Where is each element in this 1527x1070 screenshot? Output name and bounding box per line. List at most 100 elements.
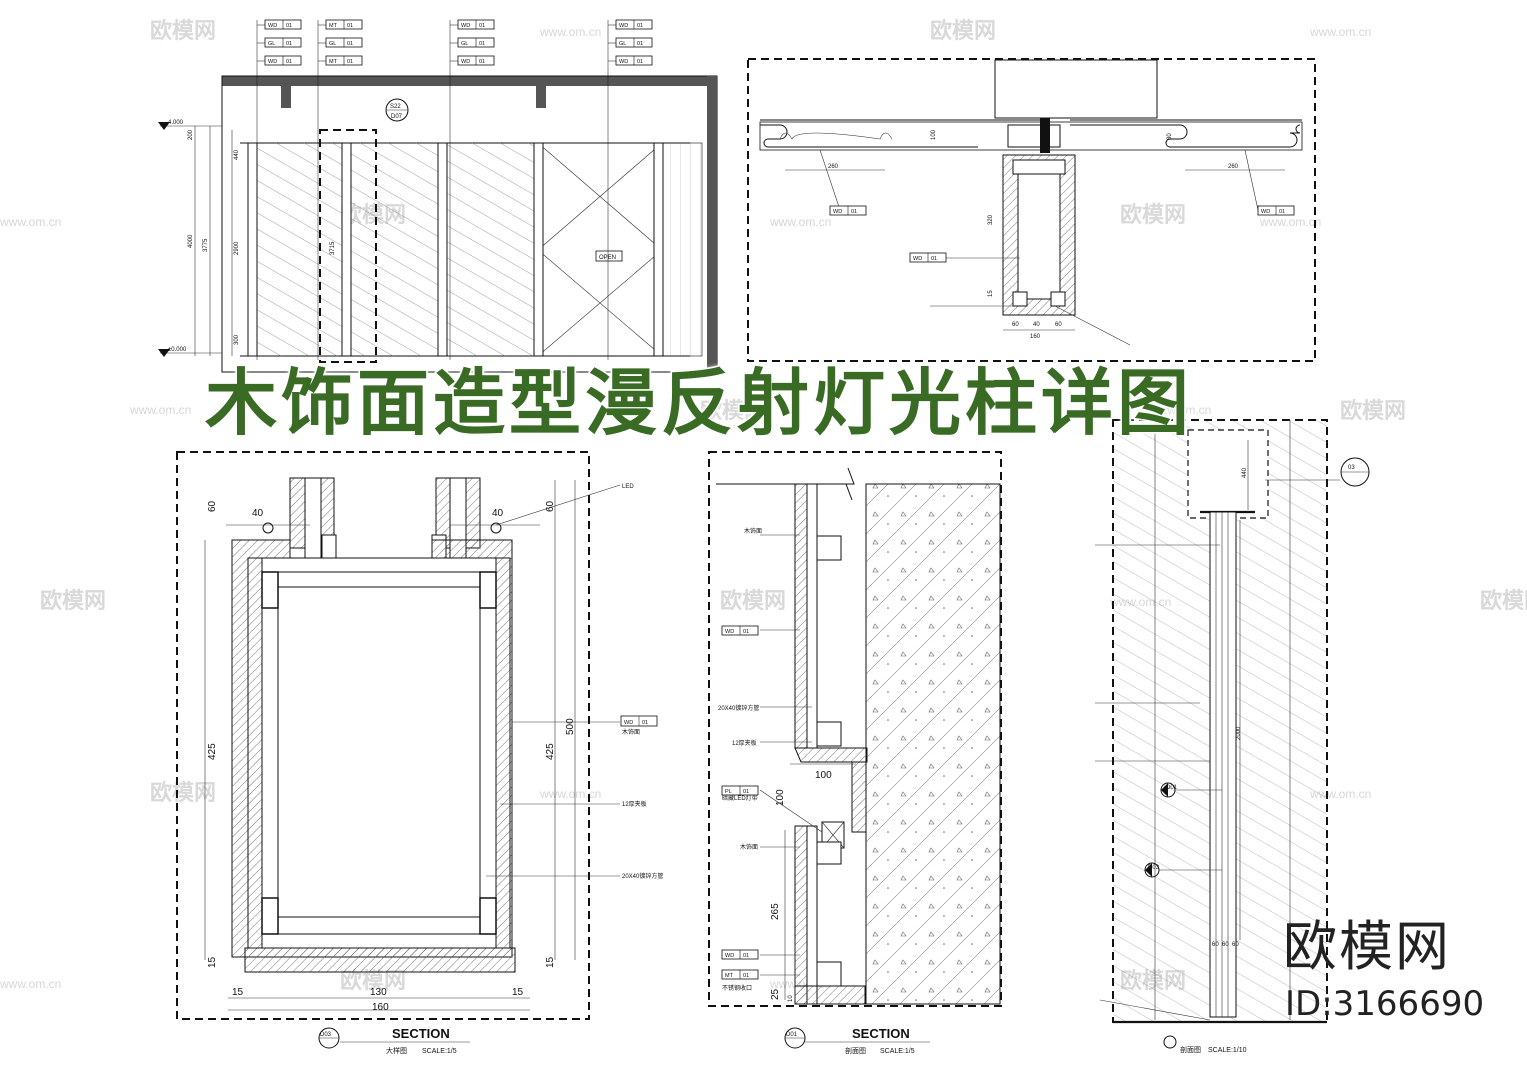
watermark-url: www.om.cn — [1149, 403, 1211, 417]
dim-text: 160 — [1030, 334, 1041, 340]
tag-number: 01 — [637, 23, 643, 29]
tag-code: WD — [833, 209, 842, 215]
dim-text: 2900 — [234, 241, 240, 255]
note-text: 木饰面 — [744, 527, 762, 535]
dim-text: 440 — [1242, 467, 1248, 478]
material-tag: GL 01 — [457, 37, 495, 48]
note-text: 12厚夹板 — [732, 739, 757, 747]
watermark-logo: 欧模网 — [150, 18, 216, 43]
section-subtitle: 剖面图 — [1180, 1045, 1201, 1054]
watermark-url: www.om.cn — [0, 977, 61, 991]
tag-number: 01 — [743, 953, 749, 959]
watermark-logo: 欧模网 — [1340, 398, 1406, 423]
tag-number: 01 — [743, 973, 749, 979]
dim-text: 60 — [207, 500, 218, 512]
elevation-ref: 03 — [1348, 465, 1355, 471]
watermark-logo: 欧模网 — [40, 588, 106, 613]
note-text: 木饰面 — [622, 728, 640, 736]
callout-ref: D07 — [391, 114, 403, 120]
tag-number: 01 — [347, 59, 353, 65]
door-open-label: OPEN — [599, 255, 616, 261]
tag-number: 01 — [743, 789, 749, 795]
watermark-url: www.om.cn — [129, 403, 191, 417]
tag-code: WD — [725, 953, 734, 959]
dim-text: 25 — [770, 988, 781, 1000]
dim-text: 130 — [370, 987, 387, 998]
section-scale: SCALE:1/10 — [1208, 1047, 1247, 1054]
dim-text: 60 — [1212, 942, 1219, 948]
dim-text: 15 — [232, 987, 244, 998]
note-text: 木饰面 — [740, 843, 758, 851]
tag-code: GL — [329, 41, 336, 47]
material-tag: MT 01 — [325, 19, 363, 30]
dim-text: 265 — [770, 903, 781, 920]
dim-text: 10 — [788, 995, 794, 1002]
note-text: 不锈钢收口 — [722, 984, 752, 992]
dim-text: 440 — [234, 149, 240, 160]
watermark-url: www.om.cn — [539, 25, 601, 39]
dim-text: 3715 — [330, 241, 336, 255]
dim-text: 15 — [988, 290, 994, 297]
dim-text: 40 — [1033, 322, 1040, 328]
material-tag: WD 01 — [721, 625, 759, 636]
tag-code: WD — [1261, 209, 1270, 215]
dim-text: 60 — [545, 500, 556, 512]
dim-text: 60 — [1222, 942, 1229, 948]
tag-number: 01 — [931, 256, 937, 262]
tag-code: WD — [725, 629, 734, 635]
section-d03-title: SECTION — [392, 1026, 450, 1041]
note-text: 20X40镀锌方管 — [718, 704, 759, 712]
dim-text: 100 — [815, 770, 832, 781]
drawing-title: 木饰面造型漫反射灯光柱详图 — [204, 360, 1194, 447]
dim-text: 320 — [988, 214, 994, 225]
watermark-logo: 欧模网 — [150, 780, 216, 805]
brand-id: ID:3166690 — [1285, 984, 1485, 1024]
dim-text: 425 — [207, 743, 218, 760]
section-subtitle: 剖面图 — [845, 1046, 866, 1055]
material-tag: WD 01 — [615, 19, 653, 30]
note-text: 12厚夹板 — [622, 800, 647, 808]
dim-text: 100 — [931, 129, 937, 140]
section-d01-title: SECTION — [852, 1026, 910, 1041]
tag-code: MT — [329, 23, 338, 29]
tag-code: WD — [619, 59, 628, 65]
dim-text: 80 — [1167, 133, 1173, 140]
dim-text: 15 — [512, 987, 524, 998]
tag-number: 01 — [851, 209, 857, 215]
tag-number: 01 — [286, 59, 292, 65]
tag-number: 01 — [286, 41, 292, 47]
watermark-logo: 欧模网 — [700, 398, 766, 423]
dim-text: 60 — [1055, 322, 1062, 328]
section-d03: 40 40 60 60 425 425 500 15 15 15 130 15 … — [176, 451, 663, 1055]
tag-number: 01 — [642, 720, 648, 726]
dim-text: 60 — [1232, 942, 1239, 948]
tag-number: 01 — [347, 23, 353, 29]
tag-code: WD — [619, 23, 628, 29]
tag-number: 01 — [286, 23, 292, 29]
tag-code: GL — [461, 41, 468, 47]
plan-detail: 260 260 100 80 320 15 60 40 60 160 — [747, 58, 1316, 362]
section-subtitle: 大样图 — [386, 1046, 407, 1055]
section-ref: D03 — [320, 1032, 332, 1038]
dim-text: 60 — [1012, 322, 1019, 328]
dim-text: 300 — [234, 334, 240, 345]
watermark-logo: 欧模网 — [930, 18, 996, 43]
dim-text: 500 — [565, 718, 576, 735]
tag-number: 01 — [743, 629, 749, 635]
tag-number: 01 — [479, 41, 485, 47]
material-tag: WD 01 — [829, 205, 867, 216]
section-d01: 100 100 265 25 10 木饰面 20X40镀锌方管 12厚夹板 暗藏… — [708, 451, 1002, 1055]
dim-text: 4000 — [188, 234, 194, 248]
